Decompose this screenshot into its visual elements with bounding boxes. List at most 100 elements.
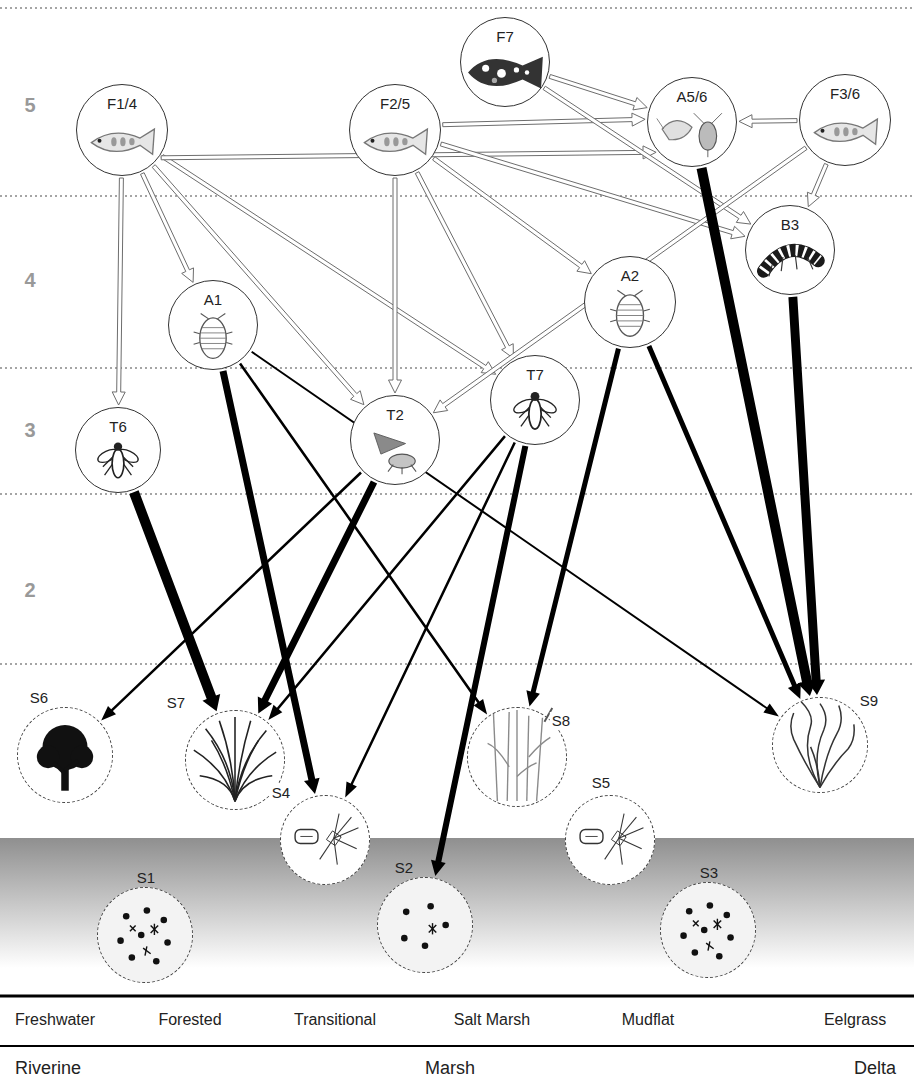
label-holder: 5 <box>22 93 37 117</box>
taxon-label: T7 <box>526 366 544 384</box>
label-holder: Freshwater <box>13 1010 97 1030</box>
habitat-name: Freshwater <box>13 1010 97 1030</box>
predation-arrow <box>389 178 402 393</box>
label-holder: S4 <box>270 784 292 802</box>
zone-name: Riverine <box>13 1057 83 1079</box>
habitat-label: S6 <box>28 689 50 707</box>
habitat-circle: S2 <box>377 877 473 973</box>
taxon-label: A5/6 <box>677 88 708 106</box>
label-holder: S1 <box>135 869 157 887</box>
trophic-level: 3 <box>22 418 37 442</box>
habitat-circle: S6 <box>17 707 113 803</box>
taxon-label: F7 <box>496 28 514 46</box>
label-holder: Forested <box>156 1010 223 1030</box>
habitat-name: Eelgrass <box>822 1010 888 1030</box>
taxon-label: F2/5 <box>380 95 410 113</box>
taxon-label: T6 <box>109 418 127 436</box>
zone-name: Delta <box>852 1057 898 1079</box>
predation-arrow <box>433 157 592 274</box>
organism-icon <box>378 878 472 972</box>
predation-arrow <box>443 113 645 127</box>
habitat-name: Forested <box>156 1010 223 1030</box>
taxon-circle: F7 <box>460 17 550 107</box>
habitat-circle: S5 <box>565 795 655 885</box>
label-holder: Eelgrass <box>822 1010 888 1030</box>
label-holder: Mudflat <box>620 1010 676 1030</box>
taxon-circle: F1/4 <box>76 84 168 176</box>
taxon-circle: A2 <box>584 256 676 348</box>
predation-arrow <box>161 155 496 375</box>
taxon-circle: T7 <box>490 355 580 445</box>
taxon-label: T2 <box>386 406 404 424</box>
taxon-label: A2 <box>621 267 639 285</box>
diet-arrow <box>251 351 779 717</box>
taxon-circle: F3/6 <box>799 74 891 166</box>
diet-arrow <box>239 363 487 715</box>
habitat-label: S5 <box>590 774 612 792</box>
label-holder: 2 <box>22 578 37 602</box>
label-holder: S2 <box>393 859 415 877</box>
zone-name: Marsh <box>423 1057 477 1079</box>
organism-icon <box>18 708 112 802</box>
organism-icon <box>281 796 369 884</box>
taxon-circle: T6 <box>75 407 161 493</box>
predation-arrow <box>807 163 828 206</box>
taxon-label: F1/4 <box>107 95 137 113</box>
taxon-circle: A1 <box>168 280 258 370</box>
predation-arrow <box>141 173 194 283</box>
habitat-label: S3 <box>698 864 720 882</box>
label-holder: Riverine <box>13 1057 83 1079</box>
trophic-level: 4 <box>22 268 37 292</box>
label-holder: S9 <box>858 692 880 710</box>
label-holder: Delta <box>852 1057 898 1079</box>
taxon-label: B3 <box>781 216 799 234</box>
predation-arrow <box>549 75 647 110</box>
habitat-label: S2 <box>393 859 415 877</box>
organism-icon <box>566 796 654 884</box>
label-holder: 4 <box>22 268 37 292</box>
label-holder: Salt Marsh <box>452 1010 532 1030</box>
habitat-name: Mudflat <box>620 1010 676 1030</box>
axis-rule <box>0 1045 914 1047</box>
habitat-circle: S3 <box>660 882 756 978</box>
taxon-circle: B3 <box>745 205 835 295</box>
habitat-name: Transitional <box>292 1010 378 1030</box>
predation-arrow <box>415 172 513 359</box>
label-holder: S6 <box>28 689 50 707</box>
label-holder: 3 <box>22 418 37 442</box>
habitat-label: S1 <box>135 869 157 887</box>
habitat-label: S7 <box>165 694 187 712</box>
organism-icon <box>98 888 192 982</box>
taxon-label: F3/6 <box>830 85 860 103</box>
habitat-circle: S4 <box>280 795 370 885</box>
label-holder: Transitional <box>292 1010 378 1030</box>
label-holder: S8 <box>550 712 572 730</box>
diet-arrow <box>431 445 528 876</box>
organism-icon <box>773 698 867 792</box>
predation-arrow <box>739 115 797 128</box>
taxon-circle: A5/6 <box>647 77 737 167</box>
label-holder: S3 <box>698 864 720 882</box>
habitat-label: S4 <box>270 784 292 802</box>
habitat-label: S8 <box>550 712 572 730</box>
habitat-circle: S8 <box>467 707 567 807</box>
trophic-level: 2 <box>22 578 37 602</box>
organism-icon <box>661 883 755 977</box>
diet-arrow <box>647 345 801 699</box>
predation-arrow <box>152 165 364 405</box>
axis-rule <box>0 995 914 998</box>
habitat-label: S9 <box>858 692 880 710</box>
taxon-circle: T2 <box>350 395 440 485</box>
label-holder: S7 <box>165 694 187 712</box>
taxon-circle: F2/5 <box>349 84 441 176</box>
diet-arrow <box>101 472 362 721</box>
label-holder: Marsh <box>423 1057 477 1079</box>
habitat-name: Salt Marsh <box>452 1010 532 1030</box>
label-holder: S5 <box>590 774 612 792</box>
diet-arrow <box>129 490 220 711</box>
predation-arrow <box>112 178 125 405</box>
taxon-label: A1 <box>204 291 222 309</box>
habitat-circle: S1 <box>97 887 193 983</box>
predation-arrow <box>433 146 807 413</box>
